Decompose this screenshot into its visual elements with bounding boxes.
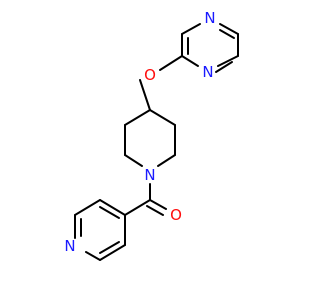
- atom-o-carbonyl: O: [170, 206, 182, 224]
- pyrazine-ring: [181, 23, 239, 73]
- structure-diagram: N N O N O N: [64, 9, 239, 261]
- atom-n-pyrazine-bottom: N: [202, 63, 213, 81]
- bond: [181, 55, 199, 67]
- bond: [149, 199, 167, 210]
- molecule-canvas: N N O N O N: [64, 9, 239, 261]
- bond: [215, 61, 233, 73]
- atom-n-piperidine: N: [144, 166, 155, 184]
- pyridine-ring: [74, 199, 126, 261]
- atom-o-ether: O: [144, 66, 156, 84]
- bond: [219, 23, 239, 35]
- atom-n-pyrazine-top: N: [204, 9, 215, 27]
- bond: [99, 244, 126, 261]
- piperidine-ring: [124, 109, 176, 167]
- bond: [124, 199, 151, 216]
- bond: [99, 241, 120, 254]
- bond: [181, 23, 201, 35]
- bond: [85, 251, 101, 261]
- bond: [146, 205, 164, 216]
- bond: [159, 55, 183, 71]
- bond: [74, 199, 101, 216]
- bond: [219, 29, 235, 39]
- bond: [124, 154, 143, 167]
- bond: [157, 154, 176, 167]
- bond: [124, 109, 151, 126]
- bond: [99, 206, 120, 219]
- bond: [149, 109, 176, 126]
- bond: [139, 79, 151, 111]
- bond: [217, 55, 239, 67]
- bond: [99, 199, 126, 216]
- atom-n-pyridine: N: [64, 237, 75, 255]
